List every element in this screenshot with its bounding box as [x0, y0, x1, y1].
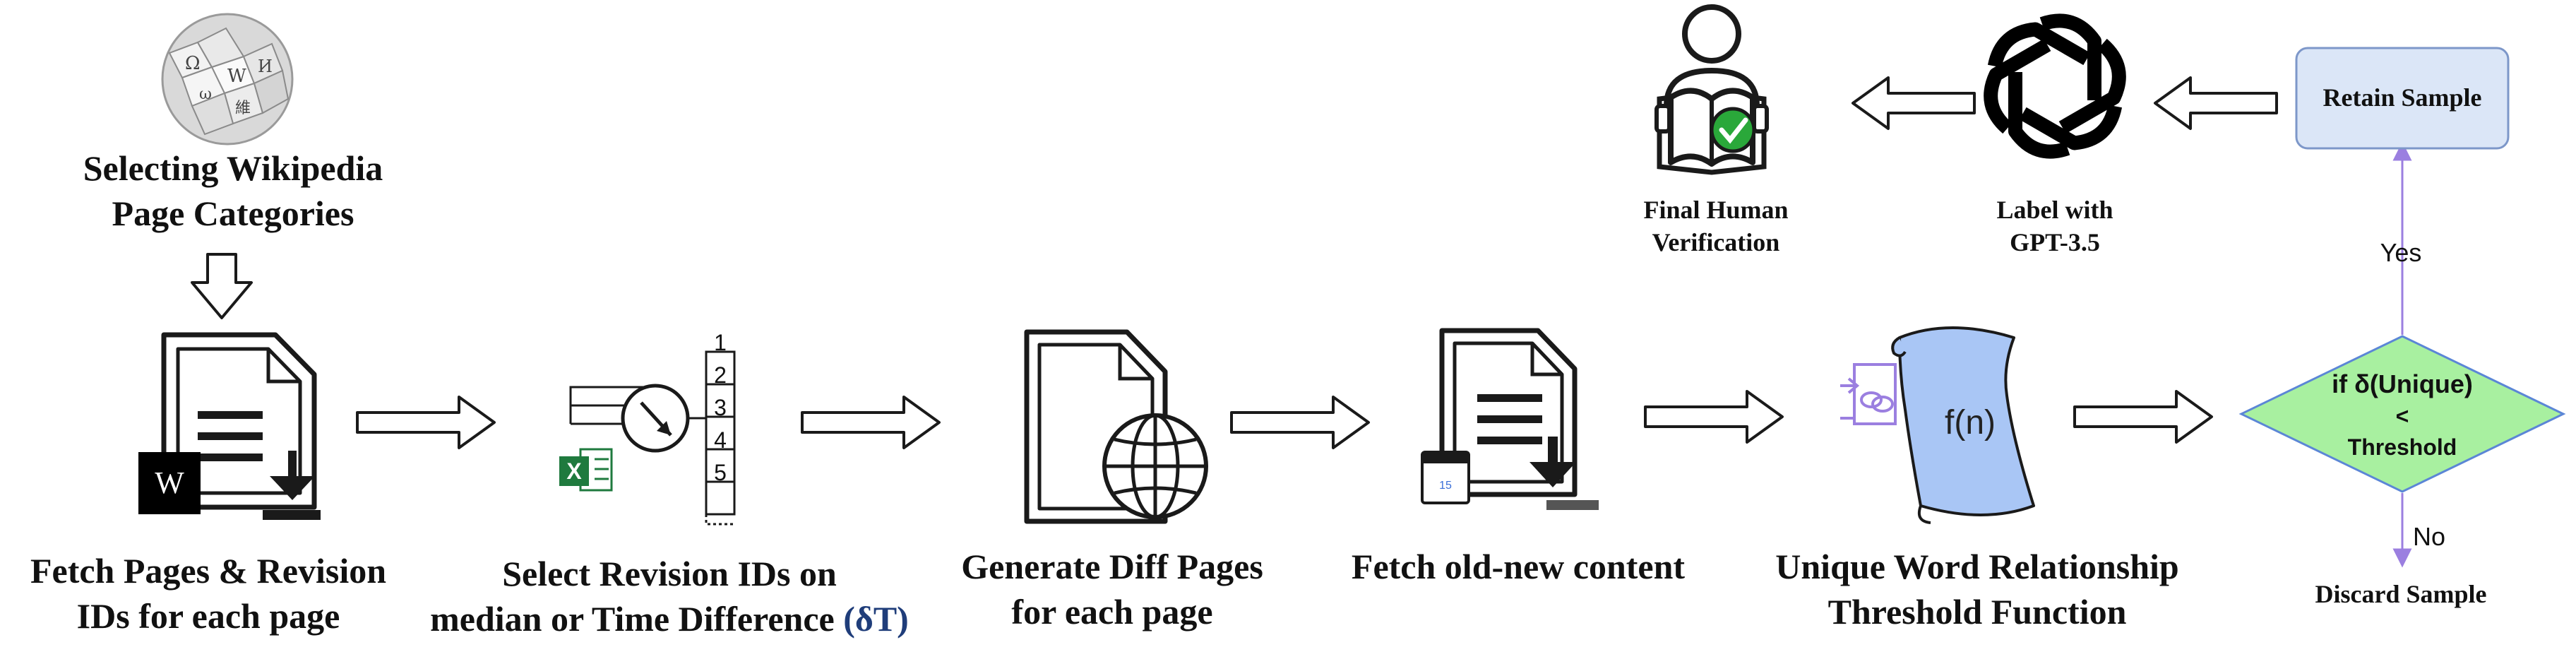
revision-number-column: 1 2 3 4 5	[705, 330, 736, 526]
flow-arrow	[801, 396, 941, 449]
revision-number: 4	[714, 427, 727, 453]
label-line: Threshold Function	[1827, 592, 2127, 632]
no-label: No	[2413, 522, 2445, 551]
wikipedia-badge-letter: W	[155, 466, 184, 500]
label-line: Select Revision IDs on	[502, 554, 837, 593]
label-line: IDs for each page	[76, 596, 340, 636]
decision-line-3: Threshold	[2348, 434, 2457, 460]
retain-sample-box	[2295, 47, 2510, 150]
flow-arrow	[1644, 390, 1784, 444]
label-line: Final Human	[1643, 196, 1789, 224]
revision-number: 2	[714, 362, 727, 388]
delta-t-symbol: (δT)	[843, 599, 909, 639]
svg-text:X: X	[566, 458, 582, 484]
fetch-pages-label: Fetch Pages & Revision IDs for each page	[0, 548, 417, 639]
check-icon	[1710, 107, 1756, 153]
label-line: for each page	[1011, 592, 1213, 632]
calendar-day: 15	[1439, 480, 1452, 492]
yes-label: Yes	[2380, 238, 2422, 267]
label-line: median or Time Difference (δT)	[387, 596, 952, 641]
diff-pages-label: Generate Diff Pages for each page	[925, 544, 1299, 634]
calendar-icon: 15	[1421, 451, 1470, 504]
retain-sample-label: Retain Sample	[2323, 83, 2482, 112]
document-globe-icon	[1024, 329, 1208, 524]
label-line: Page Categories	[112, 194, 354, 233]
discard-sample-label: Discard Sample	[2288, 578, 2514, 610]
flow-arrow	[2154, 76, 2278, 130]
revision-number: 1	[714, 330, 727, 355]
label-line: Selecting Wikipedia	[83, 148, 383, 188]
svg-text:ω: ω	[199, 85, 212, 103]
function-scroll-icon: f(n)	[1840, 326, 2035, 524]
openai-logo-icon	[1984, 13, 2126, 159]
flow-arrow	[1852, 76, 1976, 130]
document-download-icon: W	[138, 332, 321, 520]
svg-text:И: И	[258, 57, 273, 76]
svg-text:Ω: Ω	[185, 53, 201, 74]
down-arrow-icon	[191, 253, 253, 319]
revision-number: 5	[714, 460, 727, 485]
globe-icon	[1102, 413, 1208, 519]
flow-arrow	[2073, 390, 2213, 444]
old-new-label: Fetch old-new content	[1313, 544, 1723, 589]
function-formula: f(n)	[1945, 404, 1996, 441]
select-revisions-label: Select Revision IDs on median or Time Di…	[387, 551, 952, 641]
label-line: Generate Diff Pages	[961, 547, 1263, 586]
human-verification-label: Final Human Verification	[1610, 194, 1822, 259]
label-line: Fetch Pages & Revision	[30, 551, 387, 591]
wikipedia-globe-icon: Ω W И ω 維	[161, 13, 294, 146]
gauge-list-icon: 1 2 3 4 5 X	[559, 330, 736, 526]
flow-arrow	[1230, 396, 1370, 449]
label-line: GPT-3.5	[2010, 228, 2100, 257]
threshold-label: Unique Word Relationship Threshold Funct…	[1723, 544, 2231, 634]
excel-icon: X	[559, 448, 613, 492]
label-line: Discard Sample	[2315, 580, 2487, 608]
label-line: Fetch old-new content	[1351, 547, 1686, 586]
link-icon	[1840, 363, 1897, 425]
svg-text:W: W	[227, 66, 246, 87]
label-line: Verification	[1652, 228, 1780, 257]
label-line-text: median or Time Difference	[430, 599, 844, 639]
flow-arrow	[356, 396, 496, 449]
document-calendar-download-icon: 15	[1421, 328, 1599, 510]
label-line: Label with	[1996, 196, 2113, 224]
select-categories-label: Selecting Wikipedia Page Categories	[49, 146, 417, 236]
revision-number: 3	[714, 395, 727, 420]
decision-diamond	[2238, 335, 2566, 493]
decision-line-2: <	[2396, 403, 2409, 429]
person-reading-check-icon	[1654, 4, 1769, 175]
gpt-label: Label with GPT-3.5	[1949, 194, 2161, 259]
svg-text:維: 維	[235, 100, 251, 117]
label-line: Unique Word Relationship	[1775, 547, 2179, 586]
decision-line-1: if δ(Unique)	[2332, 369, 2473, 398]
